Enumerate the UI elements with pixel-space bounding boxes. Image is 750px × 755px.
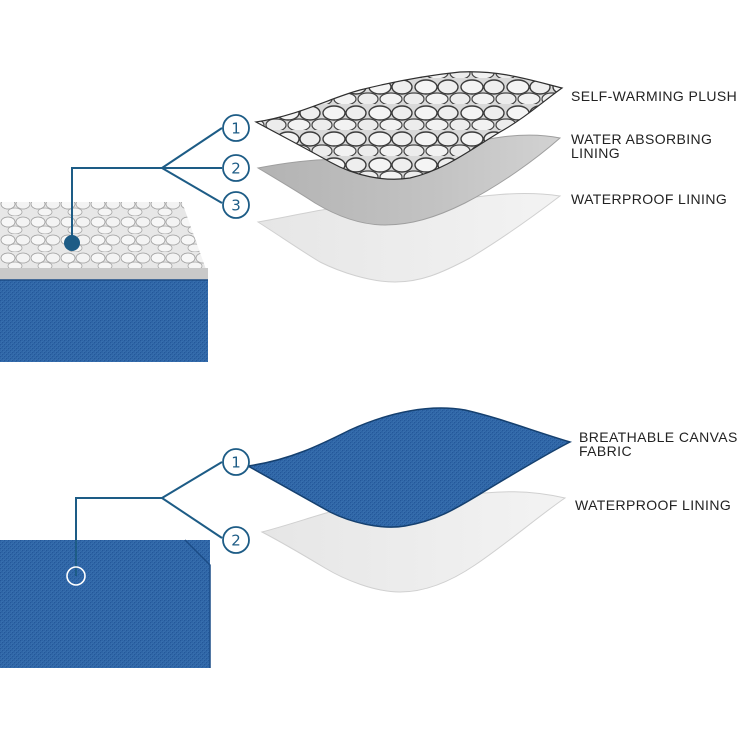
top-mattress-block (0, 202, 208, 362)
bottom-label-2: WATERPROOF LINING (575, 498, 731, 512)
bottom-label-2-text: WATERPROOF LINING (575, 497, 732, 513)
top-callout-1: 1 (222, 114, 250, 142)
bottom-callout-2-number: 2 (231, 532, 241, 550)
top-label-2: WATER ABSORBING LINING (571, 132, 712, 160)
top-label-2-text-line1: WATER ABSORBING (571, 131, 713, 147)
bottom-label-1-text-line1: BREATHABLE CANVAS (579, 429, 738, 445)
top-callout-1-number: 1 (231, 120, 241, 138)
bottom-callout-lines (75, 461, 223, 576)
top-callout-3-number: 3 (231, 197, 241, 215)
top-callout-anchor-dot (64, 235, 80, 251)
bottom-callout-1: 1 (222, 448, 250, 476)
top-label-1-text: SELF-WARMING PLUSH (571, 88, 738, 104)
top-callout-lines (71, 127, 223, 243)
top-mattress-canvas-side (0, 280, 208, 362)
top-label-3-text: WATERPROOF LINING (571, 191, 728, 207)
top-mattress-plush-top (0, 202, 208, 275)
bottom-mattress-canvas-side (0, 540, 210, 668)
bottom-label-1: BREATHABLE CANVAS FABRIC (579, 430, 738, 458)
bottom-label-1-text-line2: FABRIC (579, 443, 632, 459)
top-layer-plush (254, 71, 564, 180)
bottom-callout-2: 2 (222, 526, 250, 554)
bottom-mattress-block (0, 539, 211, 668)
bottom-callout-1-number: 1 (231, 454, 241, 472)
top-label-3: WATERPROOF LINING (571, 192, 727, 206)
top-mattress-plush-edge (0, 268, 208, 282)
top-callout-2: 2 (222, 154, 250, 182)
top-callout-2-number: 2 (231, 160, 241, 178)
bottom-layer-canvas (245, 407, 573, 528)
bottom-callout-anchor-ring (66, 566, 86, 586)
top-callout-3: 3 (222, 191, 250, 219)
top-label-2-text-line2: LINING (571, 145, 621, 161)
top-label-1: SELF-WARMING PLUSH (571, 89, 737, 103)
